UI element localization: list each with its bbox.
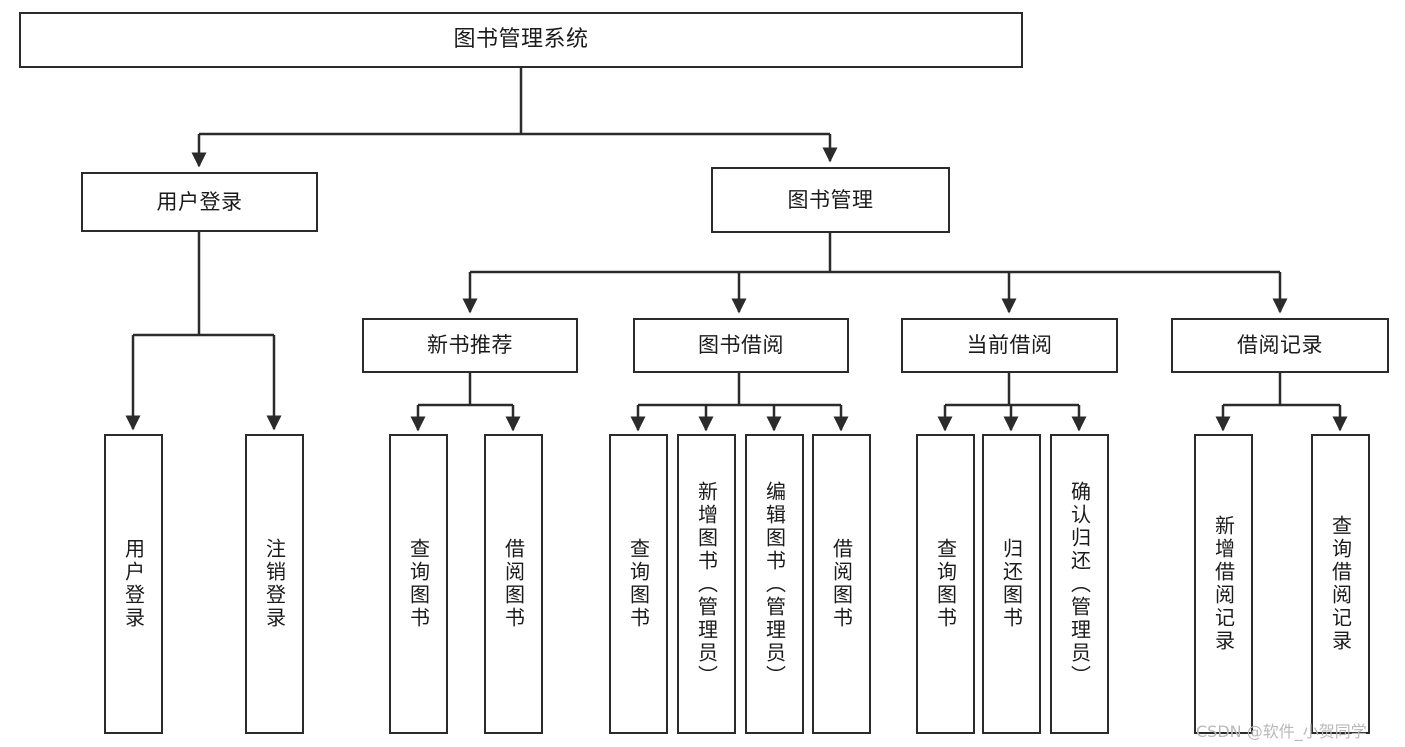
node-borrow-record[interactable]: 借阅记录 <box>1171 318 1389 373</box>
node-label: 用户登录 <box>121 538 146 630</box>
node-label: 图书管理 <box>787 187 874 212</box>
leaf-add-borrow-record[interactable]: 新增借阅记录 <box>1194 434 1253 734</box>
leaf-user-login[interactable]: 用户登录 <box>104 434 163 734</box>
node-root-system[interactable]: 图书管理系统 <box>19 12 1023 68</box>
node-current-borrow[interactable]: 当前借阅 <box>901 318 1118 373</box>
leaf-query-book-recommend[interactable]: 查询图书 <box>389 434 448 734</box>
leaf-query-book-borrow[interactable]: 查询图书 <box>609 434 668 734</box>
node-user-login[interactable]: 用户登录 <box>81 172 318 232</box>
leaf-borrow-book-recommend[interactable]: 借阅图书 <box>484 434 543 734</box>
node-label: 新书推荐 <box>427 333 513 358</box>
node-label: 图书借阅 <box>698 333 784 358</box>
leaf-logout[interactable]: 注销登录 <box>245 434 304 734</box>
leaf-query-borrow-record[interactable]: 查询借阅记录 <box>1311 434 1370 734</box>
node-label: 查询图书 <box>406 538 431 630</box>
node-new-book-recommend[interactable]: 新书推荐 <box>362 318 578 373</box>
leaf-query-book-current[interactable]: 查询图书 <box>916 434 975 734</box>
node-label: 查询图书 <box>933 538 958 630</box>
node-label: 图书管理系统 <box>453 27 589 53</box>
node-label: 注销登录 <box>262 538 287 630</box>
csdn-watermark: CSDN @软件_小贺同学 <box>1196 722 1367 741</box>
node-label: 用户登录 <box>156 189 243 214</box>
node-label: 当前借阅 <box>966 333 1053 358</box>
node-label: 借阅图书 <box>501 538 526 630</box>
node-label: 归还图书 <box>999 538 1024 630</box>
node-label: 查询借阅记录 <box>1328 515 1353 653</box>
leaf-borrow-book[interactable]: 借阅图书 <box>812 434 871 734</box>
node-label: 新增借阅记录 <box>1211 515 1236 653</box>
node-label: 编辑图书（管理员） <box>762 480 787 688</box>
node-label: 确认归还（管理员） <box>1067 480 1092 688</box>
node-book-borrow[interactable]: 图书借阅 <box>633 318 849 373</box>
node-label: 查询图书 <box>626 538 651 630</box>
leaf-return-book[interactable]: 归还图书 <box>982 434 1041 734</box>
node-label: 借阅记录 <box>1237 333 1323 358</box>
leaf-confirm-return[interactable]: 确认归还（管理员） <box>1050 434 1109 734</box>
leaf-add-book[interactable]: 新增图书（管理员） <box>677 434 736 734</box>
leaf-edit-book[interactable]: 编辑图书（管理员） <box>745 434 804 734</box>
node-book-management[interactable]: 图书管理 <box>711 167 950 233</box>
node-label: 新增图书（管理员） <box>694 480 719 688</box>
node-label: 借阅图书 <box>829 538 854 630</box>
